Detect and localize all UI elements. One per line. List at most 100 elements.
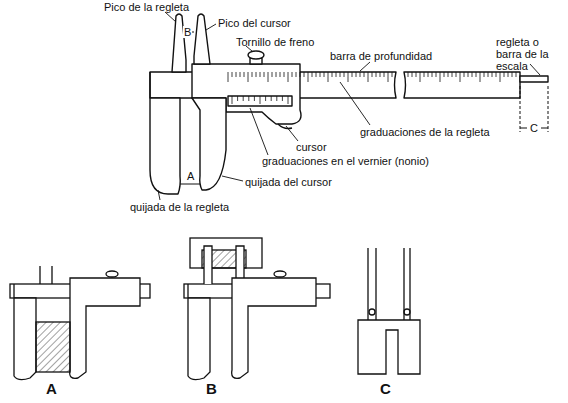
part-label: graduaciones en el vernier (nonio) <box>262 155 429 167</box>
thumb-rest <box>278 124 292 129</box>
dimension-label: A <box>186 170 195 182</box>
scale-tick <box>412 72 413 77</box>
scale-tick <box>348 72 349 82</box>
leader-line <box>530 64 540 75</box>
scale-tick <box>344 72 345 77</box>
vernier-tick <box>254 96 255 101</box>
scale-tick <box>264 72 265 77</box>
scale-tick <box>440 72 441 82</box>
scale-tick <box>420 72 421 82</box>
scale-tick <box>352 72 353 77</box>
measured-part <box>190 238 262 268</box>
scale-tick <box>432 72 433 77</box>
scale-tick <box>260 72 261 77</box>
scale-tick <box>416 72 417 77</box>
leader-line <box>340 82 370 125</box>
marker <box>404 309 410 315</box>
leader-line <box>250 108 268 155</box>
scale-tick <box>272 72 273 77</box>
scale-tick <box>284 72 285 77</box>
figure-depth-measure <box>358 248 420 374</box>
scale-tick <box>328 72 329 82</box>
scale-tick <box>288 72 289 82</box>
leader-line <box>165 12 176 22</box>
scale-tick <box>464 72 465 77</box>
scale-tick <box>292 72 293 77</box>
main-caliper <box>150 14 548 194</box>
leader-line <box>158 190 160 200</box>
scale-tick <box>504 72 505 77</box>
part-label: graduaciones de la regleta <box>360 126 490 138</box>
scale-tick <box>296 72 297 77</box>
moving-pico <box>194 14 210 64</box>
extension-line <box>520 86 521 132</box>
figure-letter: C <box>380 381 391 397</box>
scale-tick <box>408 72 409 77</box>
scale-tick <box>340 72 341 77</box>
part-label: quijada de la regleta <box>130 201 229 213</box>
scale-tick <box>480 72 481 82</box>
dimension-line <box>520 128 527 129</box>
figure-inside-measure <box>184 238 330 380</box>
scale-tick <box>316 72 317 77</box>
scale-tick <box>392 72 393 77</box>
scale-tick <box>376 72 377 77</box>
dimension-line <box>541 128 548 129</box>
scale-tick <box>268 72 269 82</box>
scale-tick <box>476 72 477 77</box>
measured-part <box>36 322 70 372</box>
scale-tick <box>468 72 469 77</box>
scale-tick <box>276 72 277 77</box>
scale-tick <box>256 72 257 77</box>
fixed-pico <box>172 14 186 72</box>
leader-line <box>222 176 243 181</box>
vernier-tick <box>248 96 249 101</box>
scale-tick <box>452 72 453 77</box>
scale-tick <box>484 72 485 77</box>
scale-tick <box>236 72 237 77</box>
scale-tick <box>244 72 245 77</box>
scale-tick <box>280 72 281 77</box>
scale-tick <box>240 72 241 77</box>
scale-tick <box>500 72 501 82</box>
figure-letter: B <box>206 381 217 397</box>
vernier-tick <box>282 96 283 101</box>
scale-tick <box>496 72 497 77</box>
vernier-tick <box>232 96 233 104</box>
vernier-tick <box>265 96 266 101</box>
scale-tick <box>320 72 321 77</box>
scale-tick <box>492 72 493 77</box>
vernier-tick <box>271 96 272 101</box>
scale-tick <box>388 72 389 82</box>
figure-outside-measure <box>10 266 150 380</box>
scale-beam <box>367 248 368 320</box>
part-label: barra de profundidad <box>330 50 432 62</box>
pico <box>40 266 52 284</box>
dimension-marks <box>180 32 548 184</box>
lock-screw <box>248 51 264 59</box>
scale-beam <box>404 72 520 98</box>
part-label: quijada del cursor <box>245 176 332 188</box>
graduation-ticks <box>228 72 516 104</box>
fixed-pico <box>204 246 212 284</box>
scale-tick <box>364 72 365 77</box>
fixed-jaw <box>14 284 36 380</box>
scale-tick <box>428 72 429 77</box>
vernier-tick <box>288 96 289 104</box>
part-label: cursor <box>296 141 327 153</box>
scale-tick <box>248 72 249 82</box>
figure-letter: A <box>46 381 57 397</box>
marker <box>369 309 375 315</box>
moving-jaw <box>192 98 226 190</box>
leader-lines <box>158 12 540 200</box>
moving-jaw <box>232 278 316 378</box>
scale-tick <box>460 72 461 82</box>
part-label: Tornillo de freno <box>236 36 314 48</box>
scale-tick <box>228 72 229 82</box>
scale-tick <box>312 72 313 77</box>
scale-tick <box>332 72 333 77</box>
dimension-line <box>180 184 200 185</box>
scale-tick <box>488 72 489 77</box>
scale-tick <box>252 72 253 77</box>
scale-tick <box>324 72 325 77</box>
